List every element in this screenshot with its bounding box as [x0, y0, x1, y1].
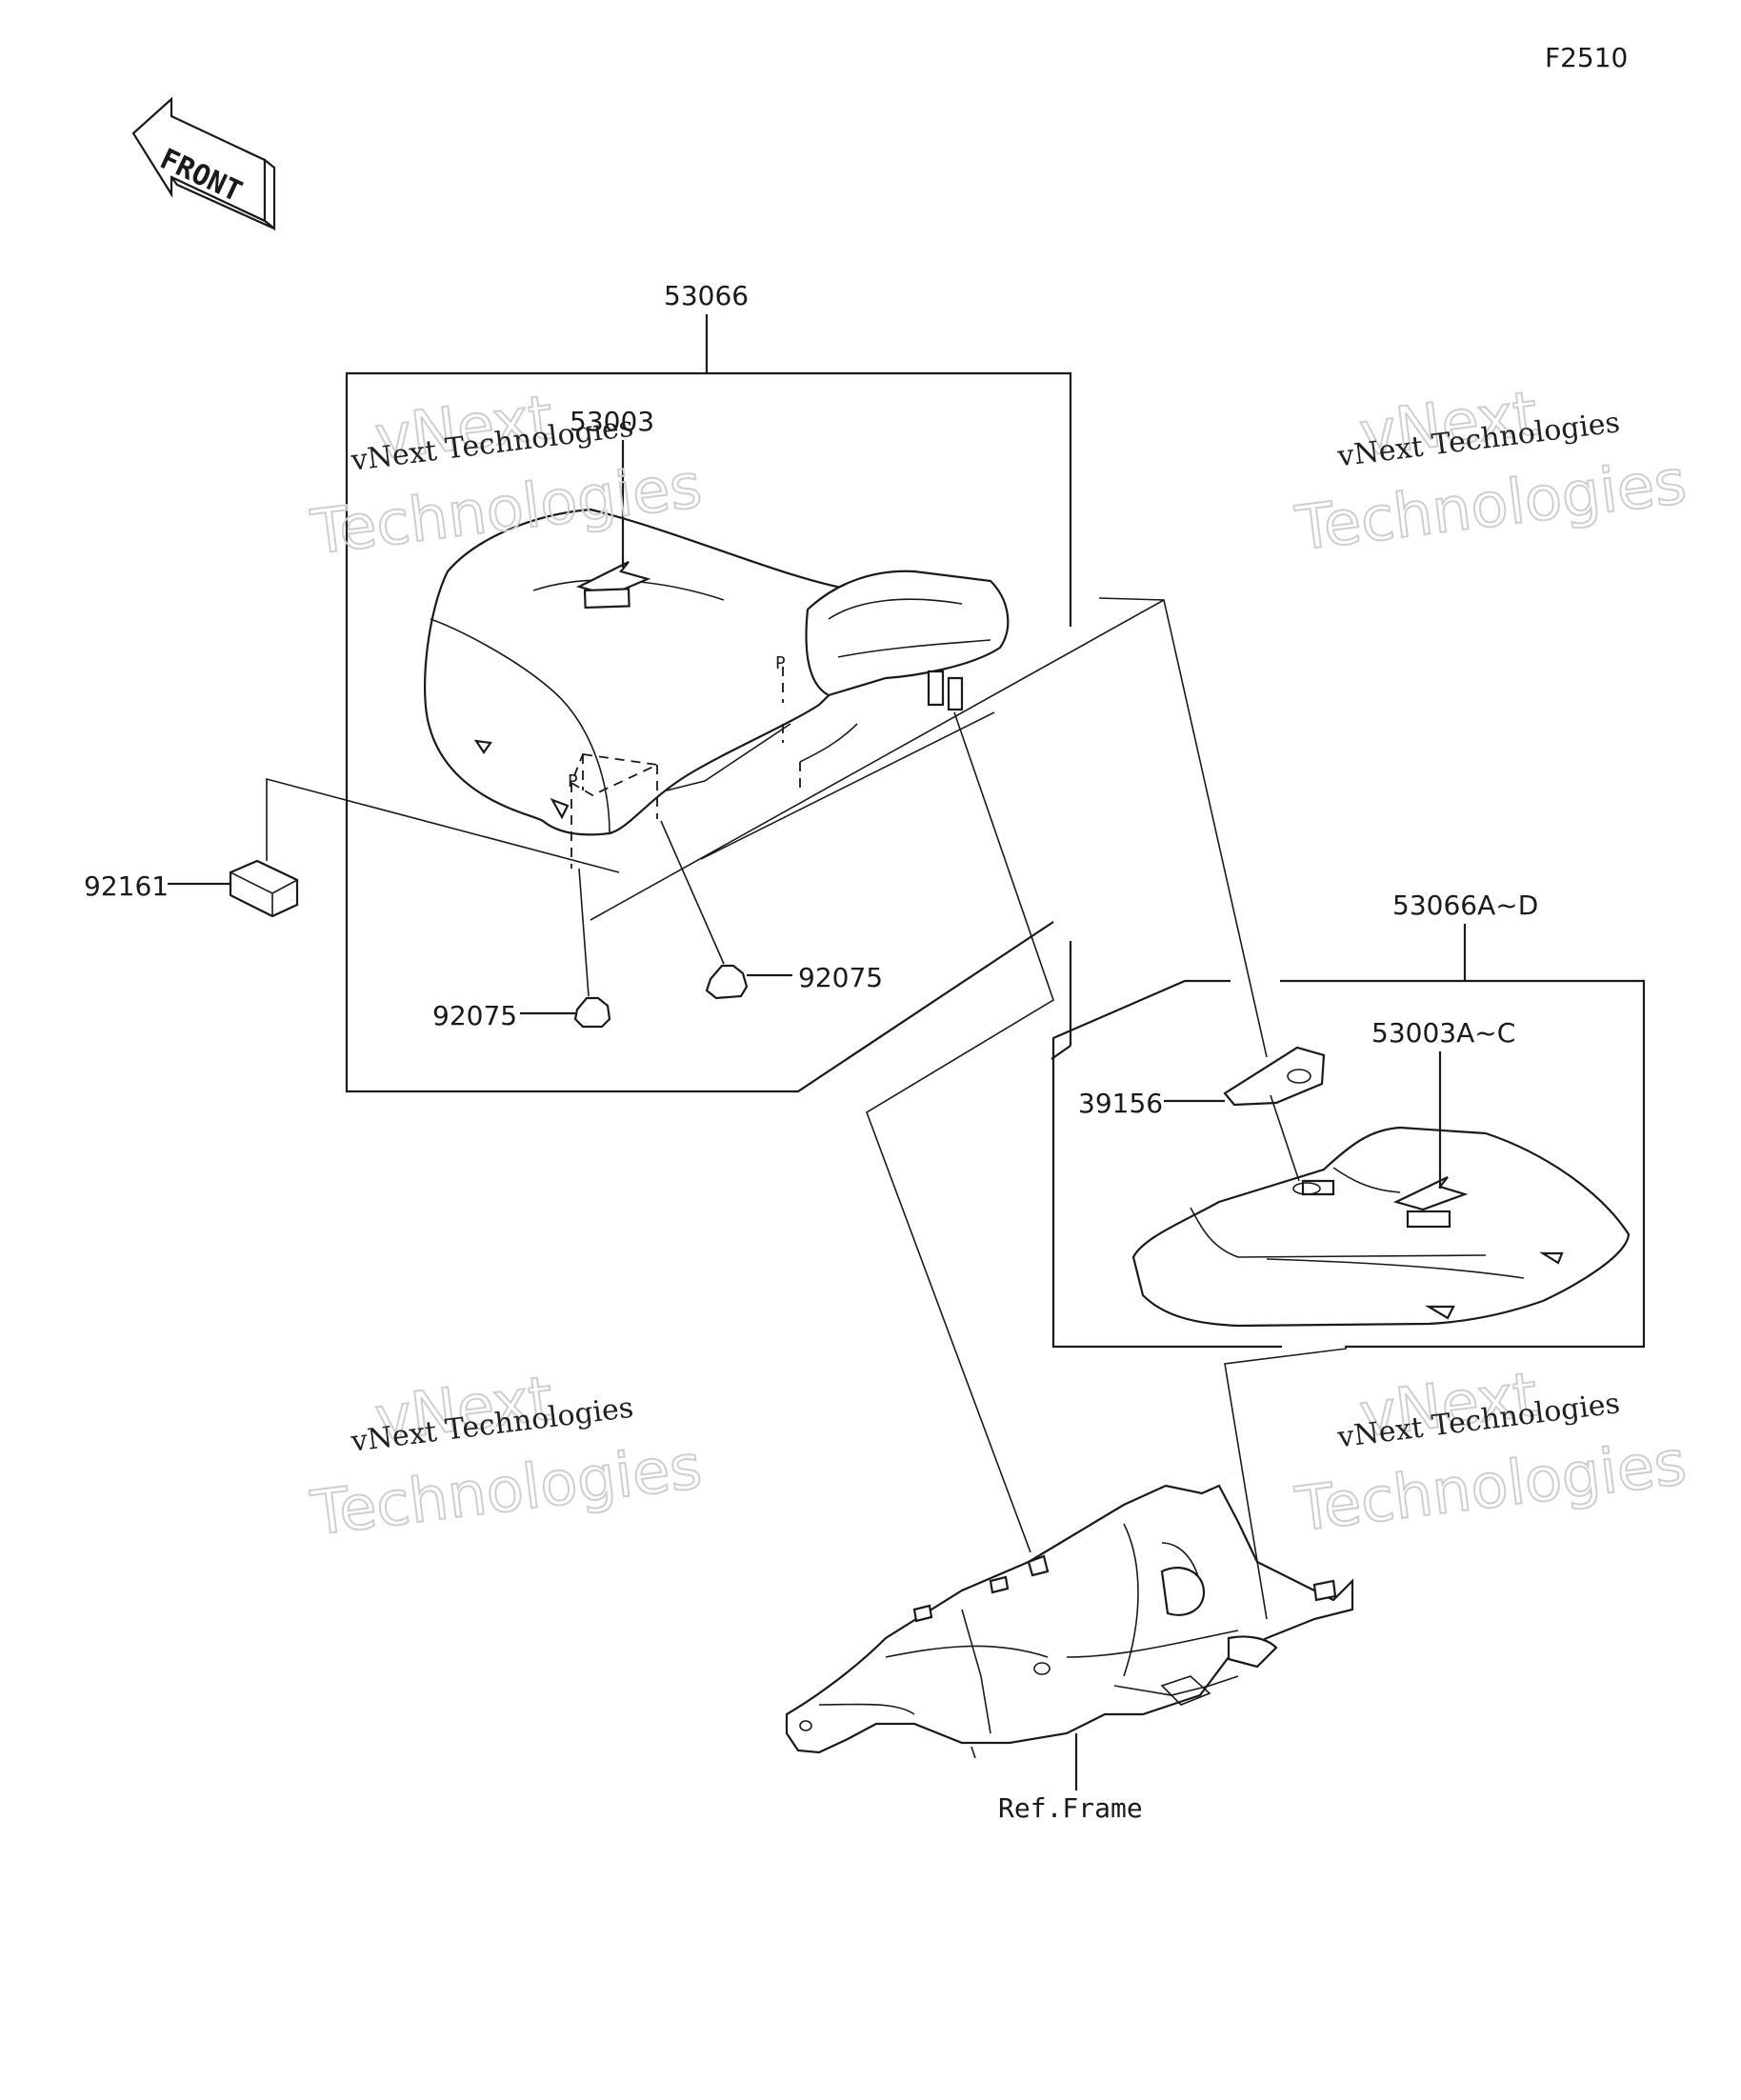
alt-seat-cowl [1131, 1126, 1631, 1328]
alt-seat-group: 53066A~D 39156 53003A~C [1051, 597, 1646, 1349]
label-ref-frame: Ref.Frame [998, 1792, 1143, 1824]
label-53003A-C: 53003A~C [1371, 1017, 1515, 1049]
svg-text:P: P [568, 771, 578, 791]
label-53003: 53003 [570, 406, 654, 437]
svg-text:P: P [775, 653, 786, 673]
rear-frame: Ref.Frame [785, 711, 1354, 1824]
grommet [1223, 1046, 1326, 1107]
label-53066: 53066 [664, 280, 749, 311]
spacer-92161: 92161 [84, 777, 620, 918]
label-53066A-D: 53066A~D [1392, 890, 1538, 921]
label-92075-right: 92075 [798, 962, 883, 993]
label-39156: 39156 [1078, 1088, 1163, 1119]
seat-assembly-group: 53066 P P 53003 [345, 280, 1165, 1093]
label-92161: 92161 [84, 870, 169, 902]
damper-right [705, 964, 749, 1000]
front-arrow-icon: FRONT [131, 96, 276, 231]
damper-left [573, 996, 611, 1029]
seat-cushion [424, 508, 931, 836]
watermark-bottom-left: vNext vNext Technologies Technologies [307, 1363, 707, 1550]
figure-code: F2510 [1545, 42, 1628, 73]
watermark-top-right: vNext vNext Technologies Technologies [1291, 378, 1691, 566]
watermark-bottom-right: vNext vNext Technologies Technologies [1291, 1359, 1691, 1547]
label-92075-left: 92075 [432, 1000, 517, 1031]
